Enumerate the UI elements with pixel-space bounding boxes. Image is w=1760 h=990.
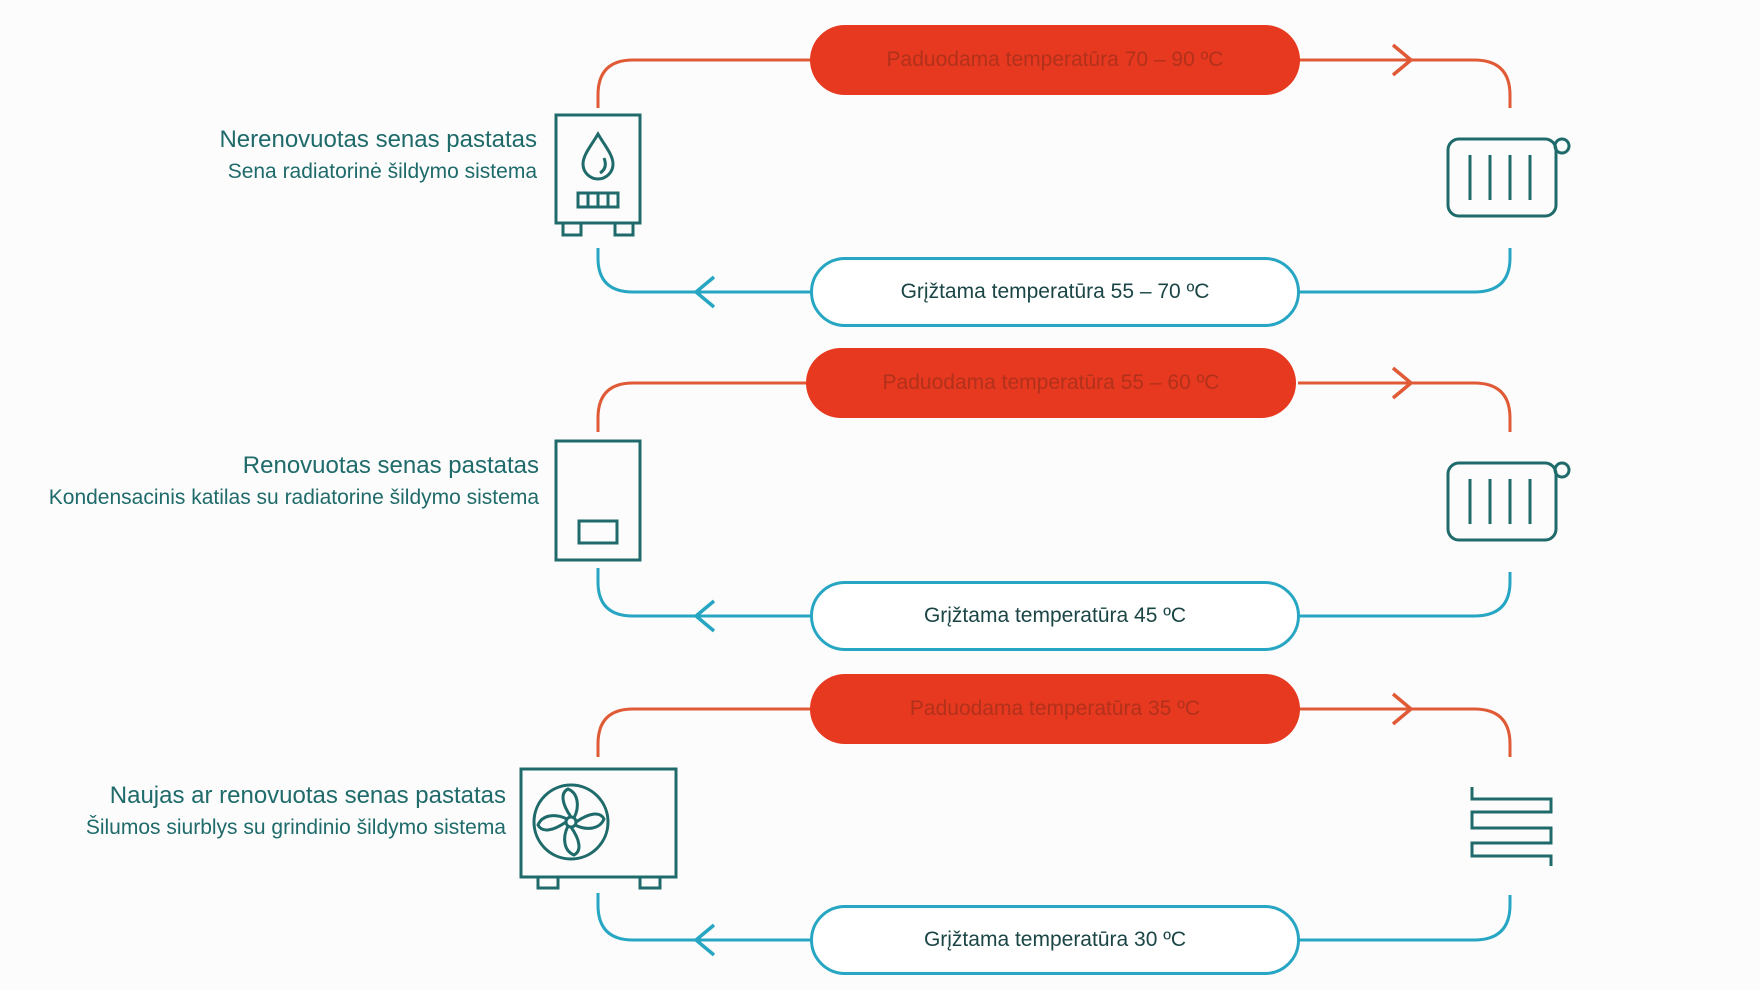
row-3-return-line — [596, 893, 1512, 942]
condensing-boiler-icon — [554, 439, 642, 562]
row-1-loop — [596, 43, 1512, 309]
row-1-title: Nerenovuotas senas pastatas — [219, 126, 537, 153]
row-2-loop — [596, 366, 1512, 633]
row-1-return-arrow — [693, 275, 716, 309]
row-3-loop — [596, 692, 1512, 957]
floor-heating-icon — [1470, 787, 1553, 866]
row-1-subtitle: Sena radiatorinė šildymo sistema — [227, 160, 537, 183]
row-1-supply-line — [596, 58, 1512, 108]
row-2-return-line — [596, 568, 1512, 618]
row-3-subtitle: Šilumos siurblys su grindinio šildymo si… — [85, 816, 506, 839]
row-2-subtitle: Kondensacinis katilas su radiatorine šil… — [48, 486, 539, 509]
row-3-supply-arrow — [1391, 692, 1414, 726]
row-3-supply-pill: Paduodama temperatūra 35 ºC — [810, 674, 1300, 744]
row-3-supply-line — [596, 707, 1512, 757]
row-3-return-arrow — [693, 923, 716, 957]
row-2-return-pill: Grįžtama temperatūra 45 ºC — [810, 581, 1300, 651]
row-1-return-pill: Grįžtama temperatūra 55 – 70 ºC — [810, 257, 1300, 327]
row-2-supply-pill: Paduodama temperatūra 55 – 60 ºC — [806, 348, 1296, 418]
row-2-return-arrow — [693, 599, 716, 633]
row-3-return-pill: Grįžtama temperatūra 30 ºC — [810, 905, 1300, 975]
radiator-icon — [1446, 137, 1571, 218]
row-1-label: Nerenovuotas senas pastatas Sena radiato… — [219, 123, 537, 187]
row-2-supply-arrow — [1391, 366, 1414, 400]
radiator-icon — [1446, 461, 1571, 542]
heat-pump-icon — [519, 767, 678, 890]
row-2-title: Renovuotas senas pastatas — [242, 452, 539, 479]
gas-boiler-icon — [554, 113, 642, 237]
row-1-supply-arrow — [1391, 43, 1414, 77]
row-3-label: Naujas ar renovuotas senas pastatas Šilu… — [86, 779, 506, 843]
row-1-supply-pill: Paduodama temperatūra 70 – 90 ºC — [810, 25, 1300, 95]
row-1-return-line — [596, 248, 1512, 294]
row-2-label: Renovuotas senas pastatas Kondensacinis … — [49, 449, 539, 513]
row-3-title: Naujas ar renovuotas senas pastatas — [109, 782, 506, 809]
row-2-supply-line — [596, 381, 1512, 432]
